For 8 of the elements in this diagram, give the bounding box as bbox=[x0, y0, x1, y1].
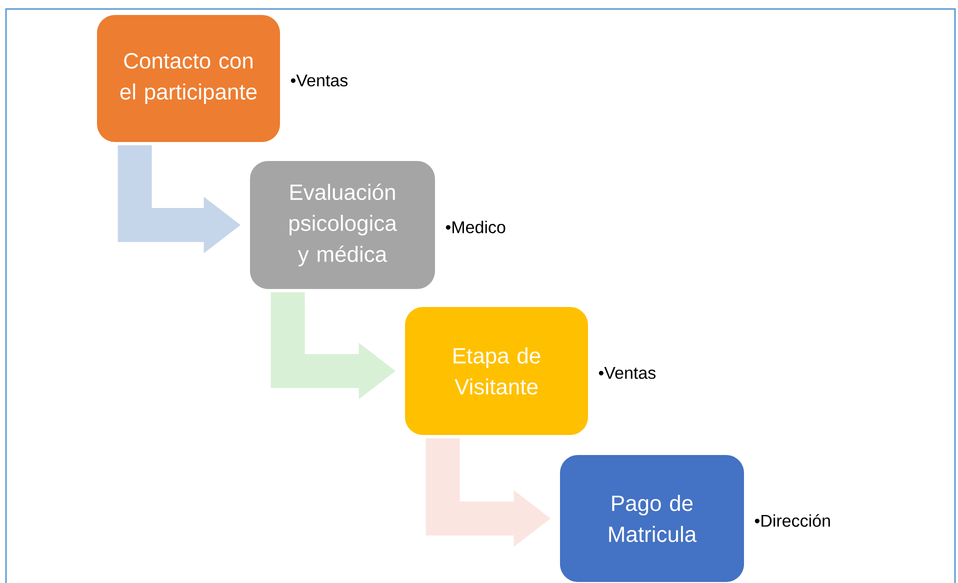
role-label: •Ventas bbox=[598, 367, 656, 379]
role-label: •Ventas bbox=[290, 74, 348, 86]
role-label: •Dirección bbox=[754, 514, 830, 527]
process-box: Pago de Matricula bbox=[560, 455, 744, 582]
role-label: •Medico bbox=[446, 220, 506, 234]
process-box: Evaluación psicologica y médica bbox=[250, 161, 435, 289]
process-box: Etapa de Visitante bbox=[405, 307, 588, 435]
process-box: Contacto con el participante bbox=[97, 15, 280, 142]
